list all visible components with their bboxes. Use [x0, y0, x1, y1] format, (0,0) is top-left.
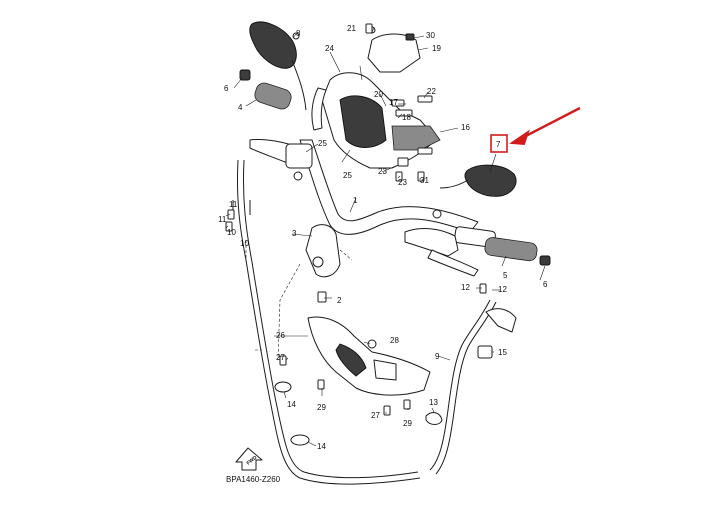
- callout-14-a: 14: [287, 400, 296, 409]
- callout-6-left: 6: [224, 84, 229, 93]
- callout-16: 16: [461, 123, 470, 132]
- callout-20: 20: [374, 90, 383, 99]
- callout-4: 4: [238, 103, 243, 112]
- callout-10-a: 10: [227, 228, 236, 237]
- callout-25-a: 25: [318, 139, 327, 148]
- callout-9: 9: [435, 352, 440, 361]
- callout-27-a: 27: [276, 353, 285, 362]
- callout-27-b: 27: [371, 411, 380, 420]
- callout-23-a: 23: [378, 167, 387, 176]
- fwd-arrow: FWD: [235, 447, 263, 471]
- callout-30: 30: [426, 31, 435, 40]
- lower-cover: [307, 316, 431, 396]
- mirror-right: [439, 164, 517, 197]
- cable-right: [429, 299, 497, 475]
- left-grip: [239, 69, 292, 110]
- cable-clamp-right: [477, 308, 517, 359]
- callout-18: 18: [402, 113, 411, 122]
- callout-25-b: 25: [343, 171, 352, 180]
- handlebar: [299, 139, 538, 262]
- mount-brackets: [391, 95, 433, 167]
- callout-14-b: 14: [317, 442, 326, 451]
- callout-31: 31: [420, 176, 429, 185]
- highlight-arrow: [509, 106, 581, 146]
- fwd-label: FWD: [246, 455, 259, 467]
- callout-15: 15: [498, 348, 507, 357]
- diagram-code: BPA1460-Z260: [226, 475, 281, 484]
- end-weight-right: [539, 255, 551, 266]
- mirror-left: [249, 21, 307, 111]
- callout-labels: 1 2 3 4 5 6 6 7 8 9 10 10 11 11 12 12 13…: [218, 24, 548, 451]
- callout-28: 28: [390, 336, 399, 345]
- callout-5: 5: [503, 271, 508, 280]
- leader-lines: [225, 27, 546, 447]
- callout-11-a: 11: [218, 215, 227, 224]
- callout-12-b: 12: [498, 285, 507, 294]
- callout-22: 22: [427, 87, 436, 96]
- right-lever: [404, 209, 479, 277]
- callout-10-b: 10: [240, 239, 249, 248]
- callout-19: 19: [432, 44, 441, 53]
- callout-3: 3: [292, 229, 297, 238]
- callout-29-b: 29: [403, 419, 412, 428]
- callout-13: 13: [429, 398, 438, 407]
- callout-24: 24: [325, 44, 334, 53]
- callout-26: 26: [276, 331, 285, 340]
- callout-21: 21: [347, 24, 356, 33]
- callout-23-b: 23: [398, 178, 407, 187]
- cable-clips: [274, 381, 443, 446]
- callout-1: 1: [353, 196, 358, 205]
- holder-bracket: [277, 224, 353, 361]
- callout-12-a: 12: [461, 283, 470, 292]
- callout-7: 7: [496, 140, 501, 149]
- top-bracket: [367, 26, 421, 73]
- callout-2: 2: [337, 296, 342, 305]
- cable-left: [232, 159, 421, 485]
- callout-17: 17: [389, 98, 398, 107]
- upper-cowl: [311, 72, 441, 169]
- callout-29-a: 29: [317, 403, 326, 412]
- callout-11-b: 11: [229, 200, 238, 209]
- bolts: [225, 23, 487, 416]
- left-switch-assembly: [249, 139, 313, 181]
- callout-8: 8: [296, 29, 301, 38]
- highlight-box: [490, 134, 508, 153]
- callout-6-right: 6: [543, 280, 548, 289]
